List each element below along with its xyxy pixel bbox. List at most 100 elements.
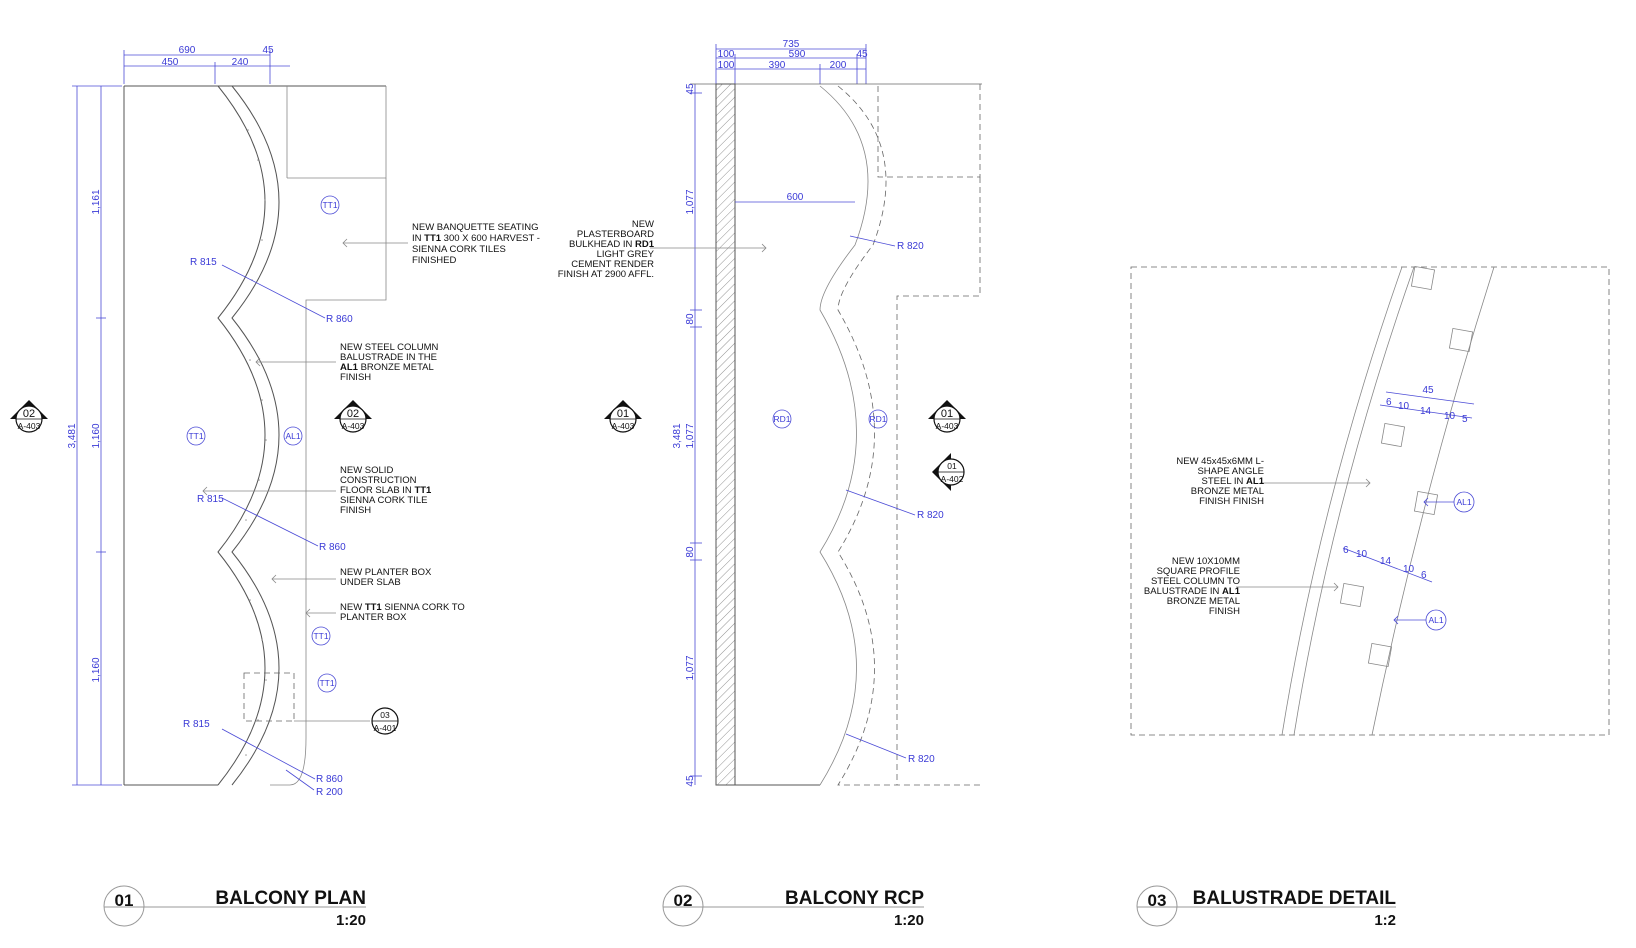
rcp-radius-820-b: R 820 xyxy=(917,510,944,521)
rcp-dim-200: 200 xyxy=(830,60,847,71)
note-bulkhead-l4: LIGHT GREY xyxy=(597,249,655,260)
rcp-dim-45: 45 xyxy=(856,49,868,60)
plan-dim-3481: 3,481 xyxy=(67,423,78,448)
note-angle-l3: STEEL IN AL1 xyxy=(1202,476,1265,487)
detail-dim-b2: 10 xyxy=(1356,549,1368,560)
marker-left-num: 02 xyxy=(23,408,35,420)
plan-view-title: BALCONY PLAN xyxy=(215,888,366,909)
detail-title-block: 03 BALUSTRADE DETAIL 1:2 xyxy=(1136,885,1397,929)
rcp-view-number: 02 xyxy=(674,891,693,910)
rcp-tag-rd1-a: RD1 xyxy=(773,414,790,424)
detail-dim-b4: 10 xyxy=(1403,564,1415,575)
rcp-dim-v6: 1,077 xyxy=(685,655,696,680)
plan-detail-marker: 03 A-401 xyxy=(371,707,399,735)
plan-top-dimensions: 690 450 240 45 xyxy=(123,45,290,84)
rcp-radius-820-a: R 820 xyxy=(897,241,924,252)
plan-dim-690: 690 xyxy=(179,45,196,56)
note-planter-l1: NEW PLANTER BOX xyxy=(340,567,432,578)
rcp-dim-100-b: 100 xyxy=(718,60,735,71)
rcp-dim-v4: 1,077 xyxy=(685,423,696,448)
rcp-marker-side-sheet: A-402 xyxy=(941,474,964,484)
rcp-dim-v1: 45 xyxy=(685,83,696,95)
plan-radius-labels: R 815 R 860 R 815 R 860 R 815 R 860 R 20… xyxy=(183,257,353,798)
rcp-radius-labels: R 820 R 820 R 820 xyxy=(845,235,944,765)
plan-tag-tt1-a: TT1 xyxy=(322,200,337,210)
detail-view-title: BALUSTRADE DETAIL xyxy=(1193,888,1397,909)
plan-radius-860-c: R 860 xyxy=(316,774,343,785)
detail-dim-a3: 14 xyxy=(1420,406,1432,417)
marker-left-sheet: A-403 xyxy=(18,421,41,431)
plan-view-scale: 1:20 xyxy=(336,912,366,929)
rcp-view-title: BALCONY RCP xyxy=(785,888,924,909)
rcp-bulkhead-note: NEW PLASTERBOARD BULKHEAD IN RD1 LIGHT G… xyxy=(558,219,767,280)
rcp-dim-590: 590 xyxy=(789,49,806,60)
detail-tag-al1-b: AL1 xyxy=(1428,615,1443,625)
plan-dim-1160-a: 1,160 xyxy=(91,423,102,448)
note-column-l2: BALUSTRADE IN THE xyxy=(340,352,437,363)
note-sq-column-l6: FINISH xyxy=(1209,606,1240,617)
note-sq-column-l1: NEW 10X10MM xyxy=(1172,556,1240,567)
rcp-dim-v5: 80 xyxy=(685,546,696,558)
note-sq-column-l2: SQUARE PROFILE xyxy=(1157,566,1240,577)
note-slab-l2: CONSTRUCTION xyxy=(340,475,417,486)
rcp-title-block: 02 BALCONY RCP 1:20 xyxy=(662,885,924,929)
plan-notes: NEW BANQUETTE SEATING IN TT1 300 X 600 H… xyxy=(340,222,540,623)
rcp-view-scale: 1:20 xyxy=(894,912,924,929)
note-banquette-l2: IN TT1 300 X 600 HARVEST - xyxy=(412,233,540,244)
rcp-dim-v3: 80 xyxy=(685,313,696,325)
rcp-radius-820-c: R 820 xyxy=(908,754,935,765)
detail-tag-al1-a: AL1 xyxy=(1456,497,1471,507)
note-column-l1: NEW STEEL COLUMN xyxy=(340,342,438,353)
note-slab-l1: NEW SOLID xyxy=(340,465,393,476)
detail-dim-b3: 14 xyxy=(1380,556,1392,567)
note-bulkhead-l6: FINISH AT 2900 AFFL. xyxy=(558,269,654,280)
plan-radius-860-b: R 860 xyxy=(319,542,346,553)
note-slab-l4: SIENNA CORK TILE xyxy=(340,495,427,506)
plan-tag-al1: AL1 xyxy=(285,431,300,441)
plan-dim-240: 240 xyxy=(232,57,249,68)
note-banquette-l1: NEW BANQUETTE SEATING xyxy=(412,222,539,233)
plan-section-marker-left: 02 A-403 xyxy=(10,400,48,433)
plan-tag-tt1-b: TT1 xyxy=(188,431,203,441)
detail-dim-a4: 10 xyxy=(1444,411,1456,422)
plan-title-block: 01 BALCONY PLAN 1:20 xyxy=(103,885,366,929)
note-sq-column-l3: STEEL COLUMN TO xyxy=(1151,576,1240,587)
detail-dim-b5: 6 xyxy=(1421,570,1427,581)
detail-view-number: 03 xyxy=(1148,891,1167,910)
note-sq-column-l4: BALUSTRADE IN AL1 xyxy=(1144,586,1241,597)
plan-view-number: 01 xyxy=(115,891,134,910)
detail-dim-a1: 6 xyxy=(1386,397,1392,408)
note-slab-l3: FLOOR SLAB IN TT1 xyxy=(340,485,432,496)
marker-mid-num: 02 xyxy=(347,408,359,420)
balcony-rcp-view: 735 100 590 45 100 390 200 3,481 45 1,07… xyxy=(558,39,982,929)
plan-radius-815-c: R 815 xyxy=(183,719,210,730)
detail-dim-a5: 5 xyxy=(1462,414,1468,425)
note-column-l4: FINISH xyxy=(340,372,371,383)
rcp-marker-left-sheet: A-403 xyxy=(612,421,635,431)
rcp-dim-3481: 3,481 xyxy=(672,423,683,448)
plan-dim-1161: 1,161 xyxy=(91,189,102,214)
marker-mid-sheet: A-403 xyxy=(342,421,365,431)
note-bulkhead-l3: BULKHEAD IN RD1 xyxy=(569,239,655,250)
plan-dim-1160-b: 1,160 xyxy=(91,657,102,682)
detail-view-scale: 1:2 xyxy=(1374,912,1396,929)
balcony-plan-view: 690 450 240 45 3,481 1,161 1,160 1,160 xyxy=(10,45,540,929)
plan-tag-tt1-d: TT1 xyxy=(319,678,334,688)
rcp-dim-v7: 45 xyxy=(685,775,696,787)
note-banquette-l3: SIENNA CORK TILES xyxy=(412,244,506,255)
rcp-marker-right-num: 01 xyxy=(941,408,953,420)
rcp-marker-side-num: 01 xyxy=(947,461,957,471)
plan-radius-200: R 200 xyxy=(316,787,343,798)
note-bulkhead-l1: NEW xyxy=(632,219,654,230)
note-bulkhead-l2: PLASTERBOARD xyxy=(577,229,654,240)
rcp-marker-right-sheet: A-403 xyxy=(936,421,959,431)
balustrade-detail-view: 45 6 10 14 10 5 6 10 14 10 6 AL1 AL1 NEW… xyxy=(1130,265,1610,929)
rcp-dim-v2: 1,077 xyxy=(685,189,696,214)
plan-section-marker-mid: 02 A-403 xyxy=(334,400,372,433)
rcp-dim-390: 390 xyxy=(769,60,786,71)
detail-dimensions: 45 6 10 14 10 5 6 10 14 10 6 xyxy=(1342,385,1475,583)
plan-radius-815-b: R 815 xyxy=(197,494,224,505)
plan-tag-tt1-c: TT1 xyxy=(313,631,328,641)
rcp-section-marker-left: 01 A-403 xyxy=(604,400,642,433)
note-tt1-planter-l1: NEW TT1 SIENNA CORK TO xyxy=(340,602,465,613)
